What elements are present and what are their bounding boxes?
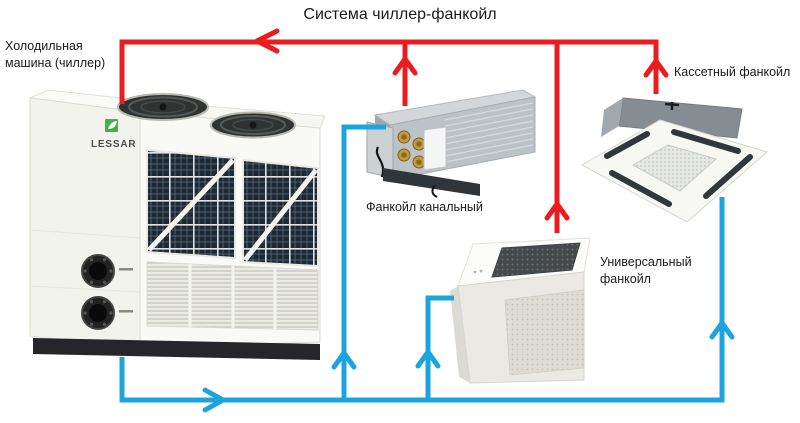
flow-arrow-icon: [331, 350, 357, 370]
cassette-fancoil-image: [580, 97, 769, 223]
lessar-logo-icon: [105, 119, 118, 132]
duct-fancoil-label: Фанкойл канальный: [366, 200, 483, 214]
console-control-dot: [473, 270, 477, 274]
flow-arrow-icon: [415, 349, 441, 369]
cassette-center-grille: [631, 144, 718, 192]
cassette-fancoil-label: Кассетный фанкойл: [674, 65, 791, 79]
return-pipe-main: [119, 39, 659, 104]
chiller-base: [33, 338, 320, 360]
chiller-fan-icon: [210, 111, 296, 139]
cassette-bracket-icon: [664, 102, 680, 110]
water-flange-icon: [81, 296, 133, 330]
console-front-grille: [504, 289, 585, 376]
chiller-brand-text: LESSAR: [91, 139, 136, 150]
duct-control-box: [423, 126, 447, 171]
duct-fin-lines: [444, 102, 534, 163]
console-control-dot: [479, 269, 483, 273]
flow-arrow-icon: [544, 201, 570, 221]
flow-arrow-icon: [254, 28, 280, 54]
chiller-louver-panel: [146, 261, 319, 331]
cassette-slot-diffusers: [604, 129, 753, 207]
water-flange-icon: [81, 254, 133, 288]
duct-drain-pan: [383, 168, 480, 196]
chiller-fan-icon: [117, 93, 209, 121]
supply-pipe-branch-universal: [425, 295, 454, 400]
flow-arrow-icon: [709, 320, 735, 340]
chiller-image: LESSAR: [28, 89, 325, 360]
supply-pipe-branch-duct: [341, 124, 386, 400]
duct-cable: [431, 184, 438, 198]
cassette-housing-side: [601, 98, 623, 137]
console-top-grille: [491, 242, 581, 278]
duct-cable: [375, 146, 385, 178]
chiller-condenser-grid: [146, 148, 319, 268]
flow-arrow-icon: [643, 58, 669, 78]
universal-fancoil-image: [450, 237, 591, 384]
chiller-label: Холодильная машина (чиллер): [5, 39, 106, 70]
console-side: [450, 286, 470, 383]
supply-pipe-main: [119, 197, 725, 403]
diagram-title: Система чиллер-фанкойл: [303, 6, 497, 23]
universal-fancoil-label: Универсальный фанкойл: [600, 255, 692, 286]
flow-arrow-icon: [202, 387, 226, 413]
flow-arrow-icon: [392, 56, 418, 76]
